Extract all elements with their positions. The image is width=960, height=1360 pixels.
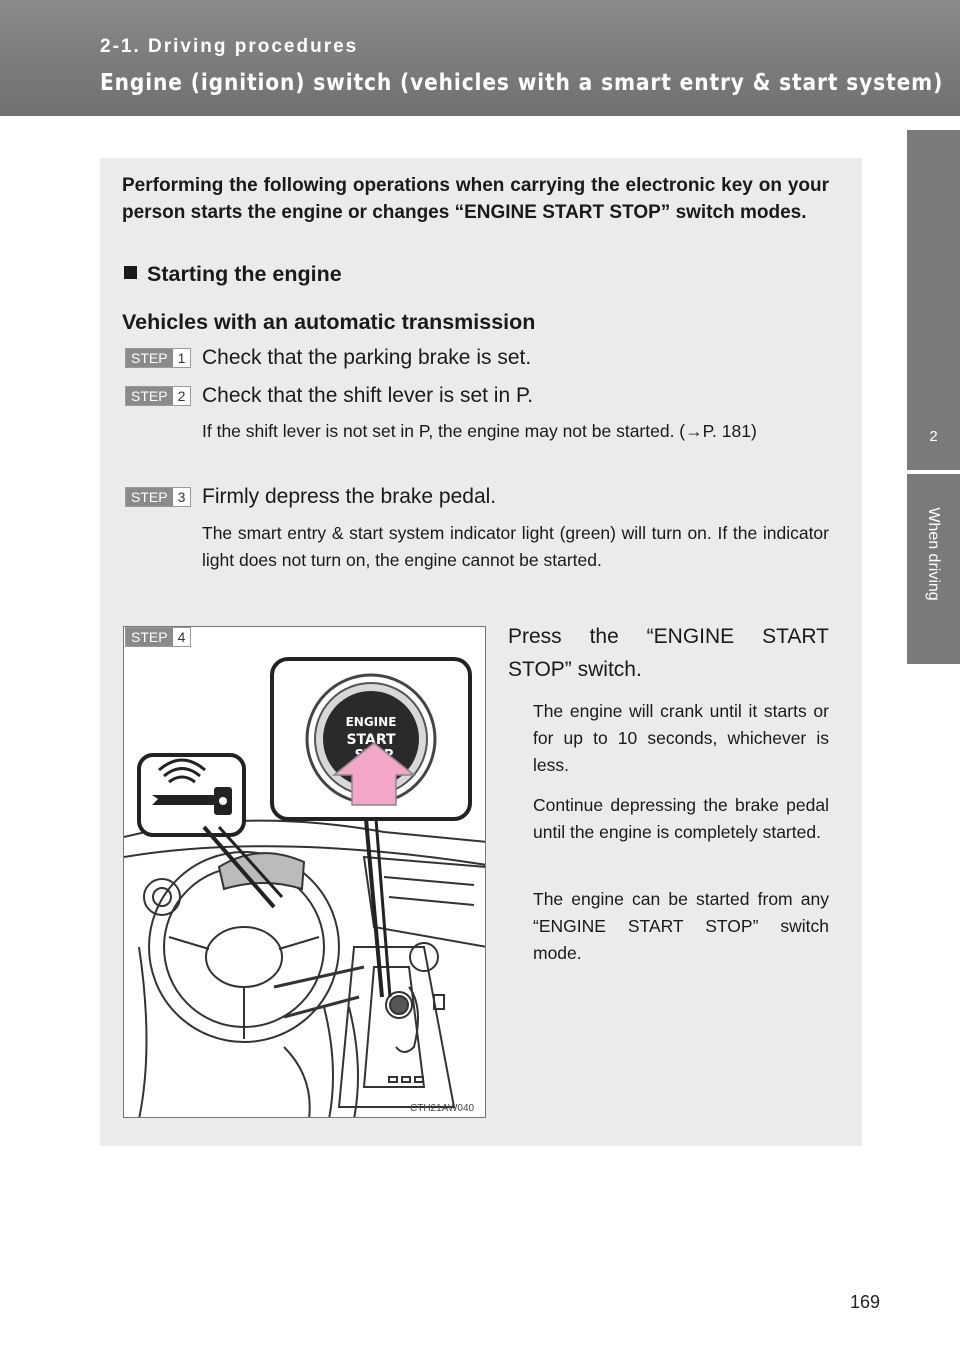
step-2-text: Check that the shift lever is set in P. <box>202 384 534 407</box>
step-number: 3 <box>177 489 186 505</box>
chapter-label: When driving <box>925 507 942 601</box>
square-bullet-icon <box>124 266 137 279</box>
figure-code: CTH21AW040 <box>410 1103 475 1114</box>
button-label-engine: ENGINE <box>346 715 397 729</box>
side-tab-chapter[interactable]: 2 When driving <box>907 428 960 664</box>
side-tab-upper <box>907 130 960 470</box>
step-number: 2 <box>177 388 186 404</box>
step-number: 1 <box>177 350 186 366</box>
step-1-text: Check that the parking brake is set. <box>202 346 532 369</box>
step-word: STEP <box>126 628 173 646</box>
page-number: 169 <box>850 1292 881 1312</box>
step-word: STEP <box>126 488 173 506</box>
dashboard-drawing: ENGINE START STOP CTH21AW040 <box>124 657 485 1117</box>
dashboard-illustration: ENGINE START STOP CTH21AW040 <box>123 626 486 1118</box>
intro-paragraph: Performing the following operations when… <box>122 175 829 223</box>
step-word: STEP <box>126 387 173 405</box>
page-header: 2-1. Driving procedures Engine (ignition… <box>0 0 960 116</box>
smart-key-icon <box>152 758 232 815</box>
subheading-text: Starting the engine <box>147 262 342 286</box>
subheading-transmission: Vehicles with an automatic transmission <box>122 310 536 334</box>
page-title: Engine (ignition) switch (vehicles with … <box>100 68 944 96</box>
step-3-note: The smart entry & start system indicator… <box>202 523 829 570</box>
press-arrow-icon <box>331 742 417 806</box>
subheading: Starting the engine <box>124 262 342 287</box>
step-4-note-1: The engine will crank until it starts or… <box>533 701 829 775</box>
step-4-note-2: Continue depressing the brake pedal unti… <box>533 795 829 842</box>
step-4-note-3: The engine can be started from any “ENGI… <box>533 889 829 963</box>
step-4-text: Press the “ENGINE START STOP” switch. <box>508 625 829 681</box>
step-3-text: Firmly depress the brake pedal. <box>202 485 497 508</box>
button-label-start: START <box>346 732 396 748</box>
step-number: 4 <box>177 629 186 645</box>
step-2-note: If the shift lever is not set in P, the … <box>202 421 757 441</box>
step-word: STEP <box>126 349 173 367</box>
chapter-number: 2 <box>929 428 938 445</box>
section-label: 2-1. Driving procedures <box>100 36 359 57</box>
